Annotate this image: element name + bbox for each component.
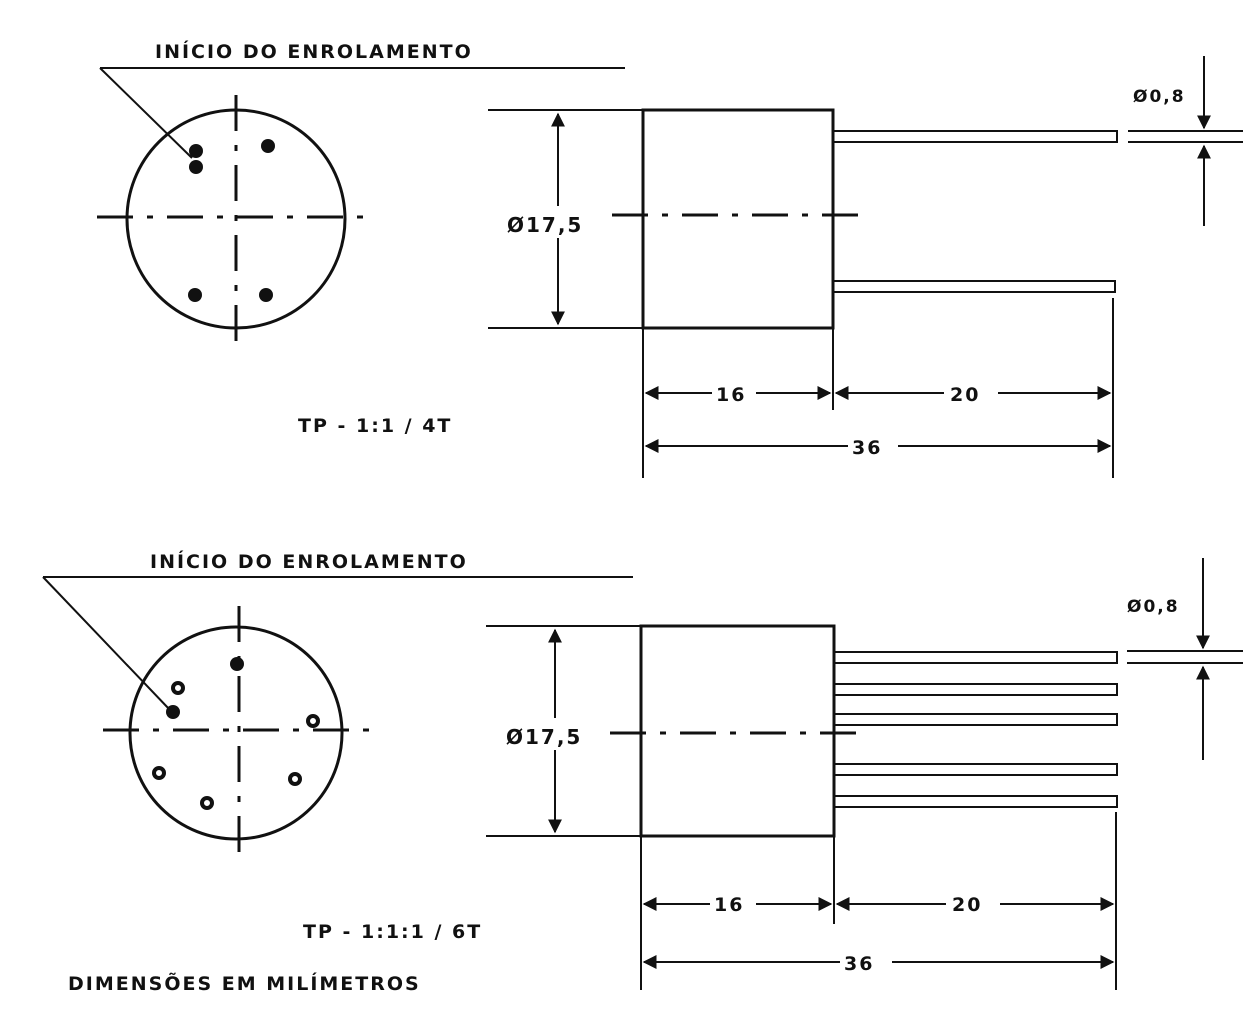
lead-wire bbox=[832, 280, 1116, 293]
total-length-label: 36 bbox=[844, 953, 874, 975]
wire-diameter-label: Ø0,8 bbox=[1133, 87, 1186, 107]
top-view-4t: INÍCIO DO ENROLAMENTO TP - 1:1 / 4T bbox=[97, 40, 625, 437]
pin-dot bbox=[188, 288, 202, 302]
pin-hole bbox=[171, 681, 185, 695]
total-length-label: 36 bbox=[852, 437, 882, 459]
pin-hole bbox=[288, 772, 302, 786]
lead-wire bbox=[833, 795, 1118, 808]
lead-wire bbox=[833, 763, 1118, 776]
lead-wire bbox=[833, 683, 1118, 696]
lead-wire bbox=[833, 713, 1118, 726]
pin-hole bbox=[200, 796, 214, 810]
pin-dot bbox=[259, 288, 273, 302]
wire-diameter-label: Ø0,8 bbox=[1127, 597, 1180, 617]
lead-length-label: 20 bbox=[952, 894, 982, 916]
callout-leader-diagonal bbox=[99, 67, 193, 159]
pin-dot-start bbox=[189, 160, 203, 174]
body-diameter-label: Ø17,5 bbox=[506, 725, 582, 749]
callout-label: INÍCIO DO ENROLAMENTO bbox=[150, 550, 468, 573]
callout-leader-diagonal bbox=[42, 576, 171, 711]
callout-label: INÍCIO DO ENROLAMENTO bbox=[155, 40, 473, 63]
units-note: DIMENSÕES EM MILÍMETROS bbox=[68, 971, 421, 995]
lead-wire bbox=[833, 651, 1118, 664]
pin-dot-filled bbox=[230, 657, 244, 671]
model-label: TP - 1:1:1 / 6T bbox=[303, 921, 482, 943]
body-length-label: 16 bbox=[716, 384, 746, 406]
body-length-label: 16 bbox=[714, 894, 744, 916]
model-label: TP - 1:1 / 4T bbox=[298, 415, 452, 437]
base-circle bbox=[128, 625, 344, 841]
lead-wire bbox=[832, 130, 1118, 143]
body-diameter-label: Ø17,5 bbox=[507, 213, 583, 237]
pin-hole bbox=[152, 766, 166, 780]
pin-dot bbox=[189, 144, 203, 158]
side-view-6t: Ø17,5 Ø0,8 16 20 36 bbox=[486, 558, 1243, 990]
pin-dot-start bbox=[166, 705, 180, 719]
pin-dot bbox=[261, 139, 275, 153]
transformer-body bbox=[641, 108, 835, 330]
top-view-6t: INÍCIO DO ENROLAMENTO TP - 1:1:1 / 6T bbox=[42, 550, 633, 943]
pin-hole bbox=[306, 714, 320, 728]
side-view-4t: Ø17,5 Ø0,8 16 20 36 bbox=[488, 56, 1243, 478]
lead-length-label: 20 bbox=[950, 384, 980, 406]
transformer-body bbox=[639, 624, 836, 838]
